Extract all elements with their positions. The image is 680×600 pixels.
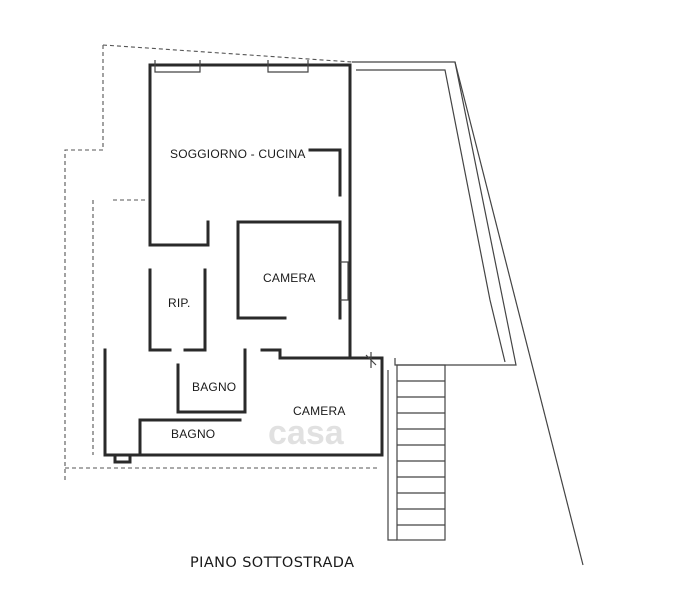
room-label-bedroom-2: CAMERA	[293, 404, 346, 418]
room-label-bathroom-2: BAGNO	[171, 427, 216, 441]
room-label-bathroom-1: BAGNO	[192, 380, 237, 394]
plan-title: PIANO SOTTOSTRADA	[190, 555, 355, 571]
room-label-living-kitchen: SOGGIORNO - CUCINA	[170, 147, 306, 161]
room-label-bedroom-1: CAMERA	[263, 271, 316, 285]
terrace-outline	[352, 61, 584, 566]
watermark: casa	[268, 414, 344, 452]
staircase	[387, 364, 446, 541]
apartment-walls	[103, 60, 384, 464]
room-label-storage: RIP.	[168, 296, 191, 310]
dashed-boundary	[64, 44, 380, 480]
